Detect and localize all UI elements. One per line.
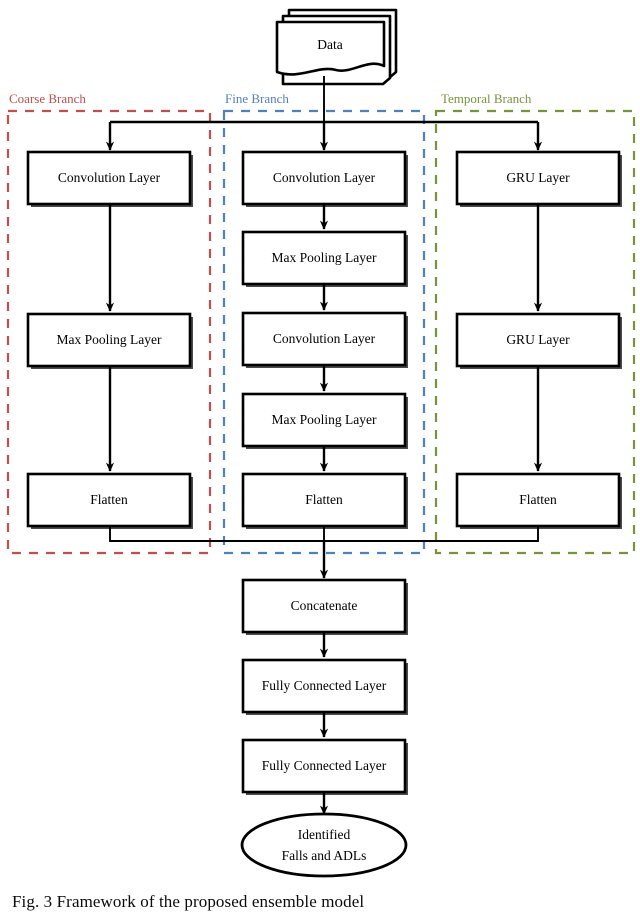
fine-node-3[interactable]: Max Pooling Layer <box>241 392 408 449</box>
merge-node-concatenate[interactable]: Concatenate <box>241 578 408 635</box>
merge-node-fc-2[interactable]: Fully Connected Layer <box>241 738 408 795</box>
coarse-flatten-merge-line <box>109 526 324 542</box>
coarse-node-0[interactable]: Convolution Layer <box>26 150 193 207</box>
merge-node-concatenate-label: Concatenate <box>291 598 358 613</box>
fine-node-0[interactable]: Convolution Layer <box>241 150 408 207</box>
fine-node-3-label: Max Pooling Layer <box>272 412 377 427</box>
fine-node-1-label: Max Pooling Layer <box>272 250 377 265</box>
temporal-node-2-label: Flatten <box>519 492 557 507</box>
fine-branch-label: Fine Branch <box>225 91 289 106</box>
output-label-line-2: Falls and ADLs <box>282 848 367 863</box>
temporal-node-2[interactable]: Flatten <box>455 472 622 529</box>
output-node[interactable]: Identified Falls and ADLs <box>240 812 408 878</box>
fine-node-1[interactable]: Max Pooling Layer <box>241 230 408 287</box>
temporal-node-0[interactable]: GRU Layer <box>455 150 622 207</box>
fine-branch-region <box>222 109 426 555</box>
fine-node-2[interactable]: Convolution Layer <box>241 311 408 368</box>
temporal-node-1-label: GRU Layer <box>506 332 570 347</box>
fine-node-4-label: Flatten <box>305 492 343 507</box>
data-source-node: Data <box>275 8 398 86</box>
data-doc-sheet-front <box>275 20 386 76</box>
coarse-node-0-label: Convolution Layer <box>58 170 161 185</box>
data-source-label: Data <box>317 37 342 52</box>
output-label-line-1: Identified <box>298 827 351 842</box>
coarse-node-2-label: Flatten <box>90 492 128 507</box>
temporal-node-0-label: GRU Layer <box>506 170 570 185</box>
coarse-branch-label: Coarse Branch <box>9 91 86 106</box>
output-oval <box>240 812 408 878</box>
coarse-node-2[interactable]: Flatten <box>26 472 193 529</box>
merge-node-fc-1-label: Fully Connected Layer <box>262 678 387 693</box>
temporal-flatten-merge-line <box>324 526 539 542</box>
merge-node-fc-1[interactable]: Fully Connected Layer <box>241 658 408 715</box>
figure-caption: Fig. 3 Framework of the proposed ensembl… <box>12 892 365 911</box>
fine-node-4[interactable]: Flatten <box>241 472 408 529</box>
merge-node-fc-2-label: Fully Connected Layer <box>262 758 387 773</box>
temporal-node-1[interactable]: GRU Layer <box>455 312 622 369</box>
coarse-node-1-label: Max Pooling Layer <box>57 332 162 347</box>
coarse-node-1[interactable]: Max Pooling Layer <box>26 312 193 369</box>
temporal-branch-label: Temporal Branch <box>441 91 532 106</box>
fine-node-0-label: Convolution Layer <box>273 170 376 185</box>
fine-node-2-label: Convolution Layer <box>273 331 376 346</box>
temporal-branch-region <box>434 109 636 555</box>
